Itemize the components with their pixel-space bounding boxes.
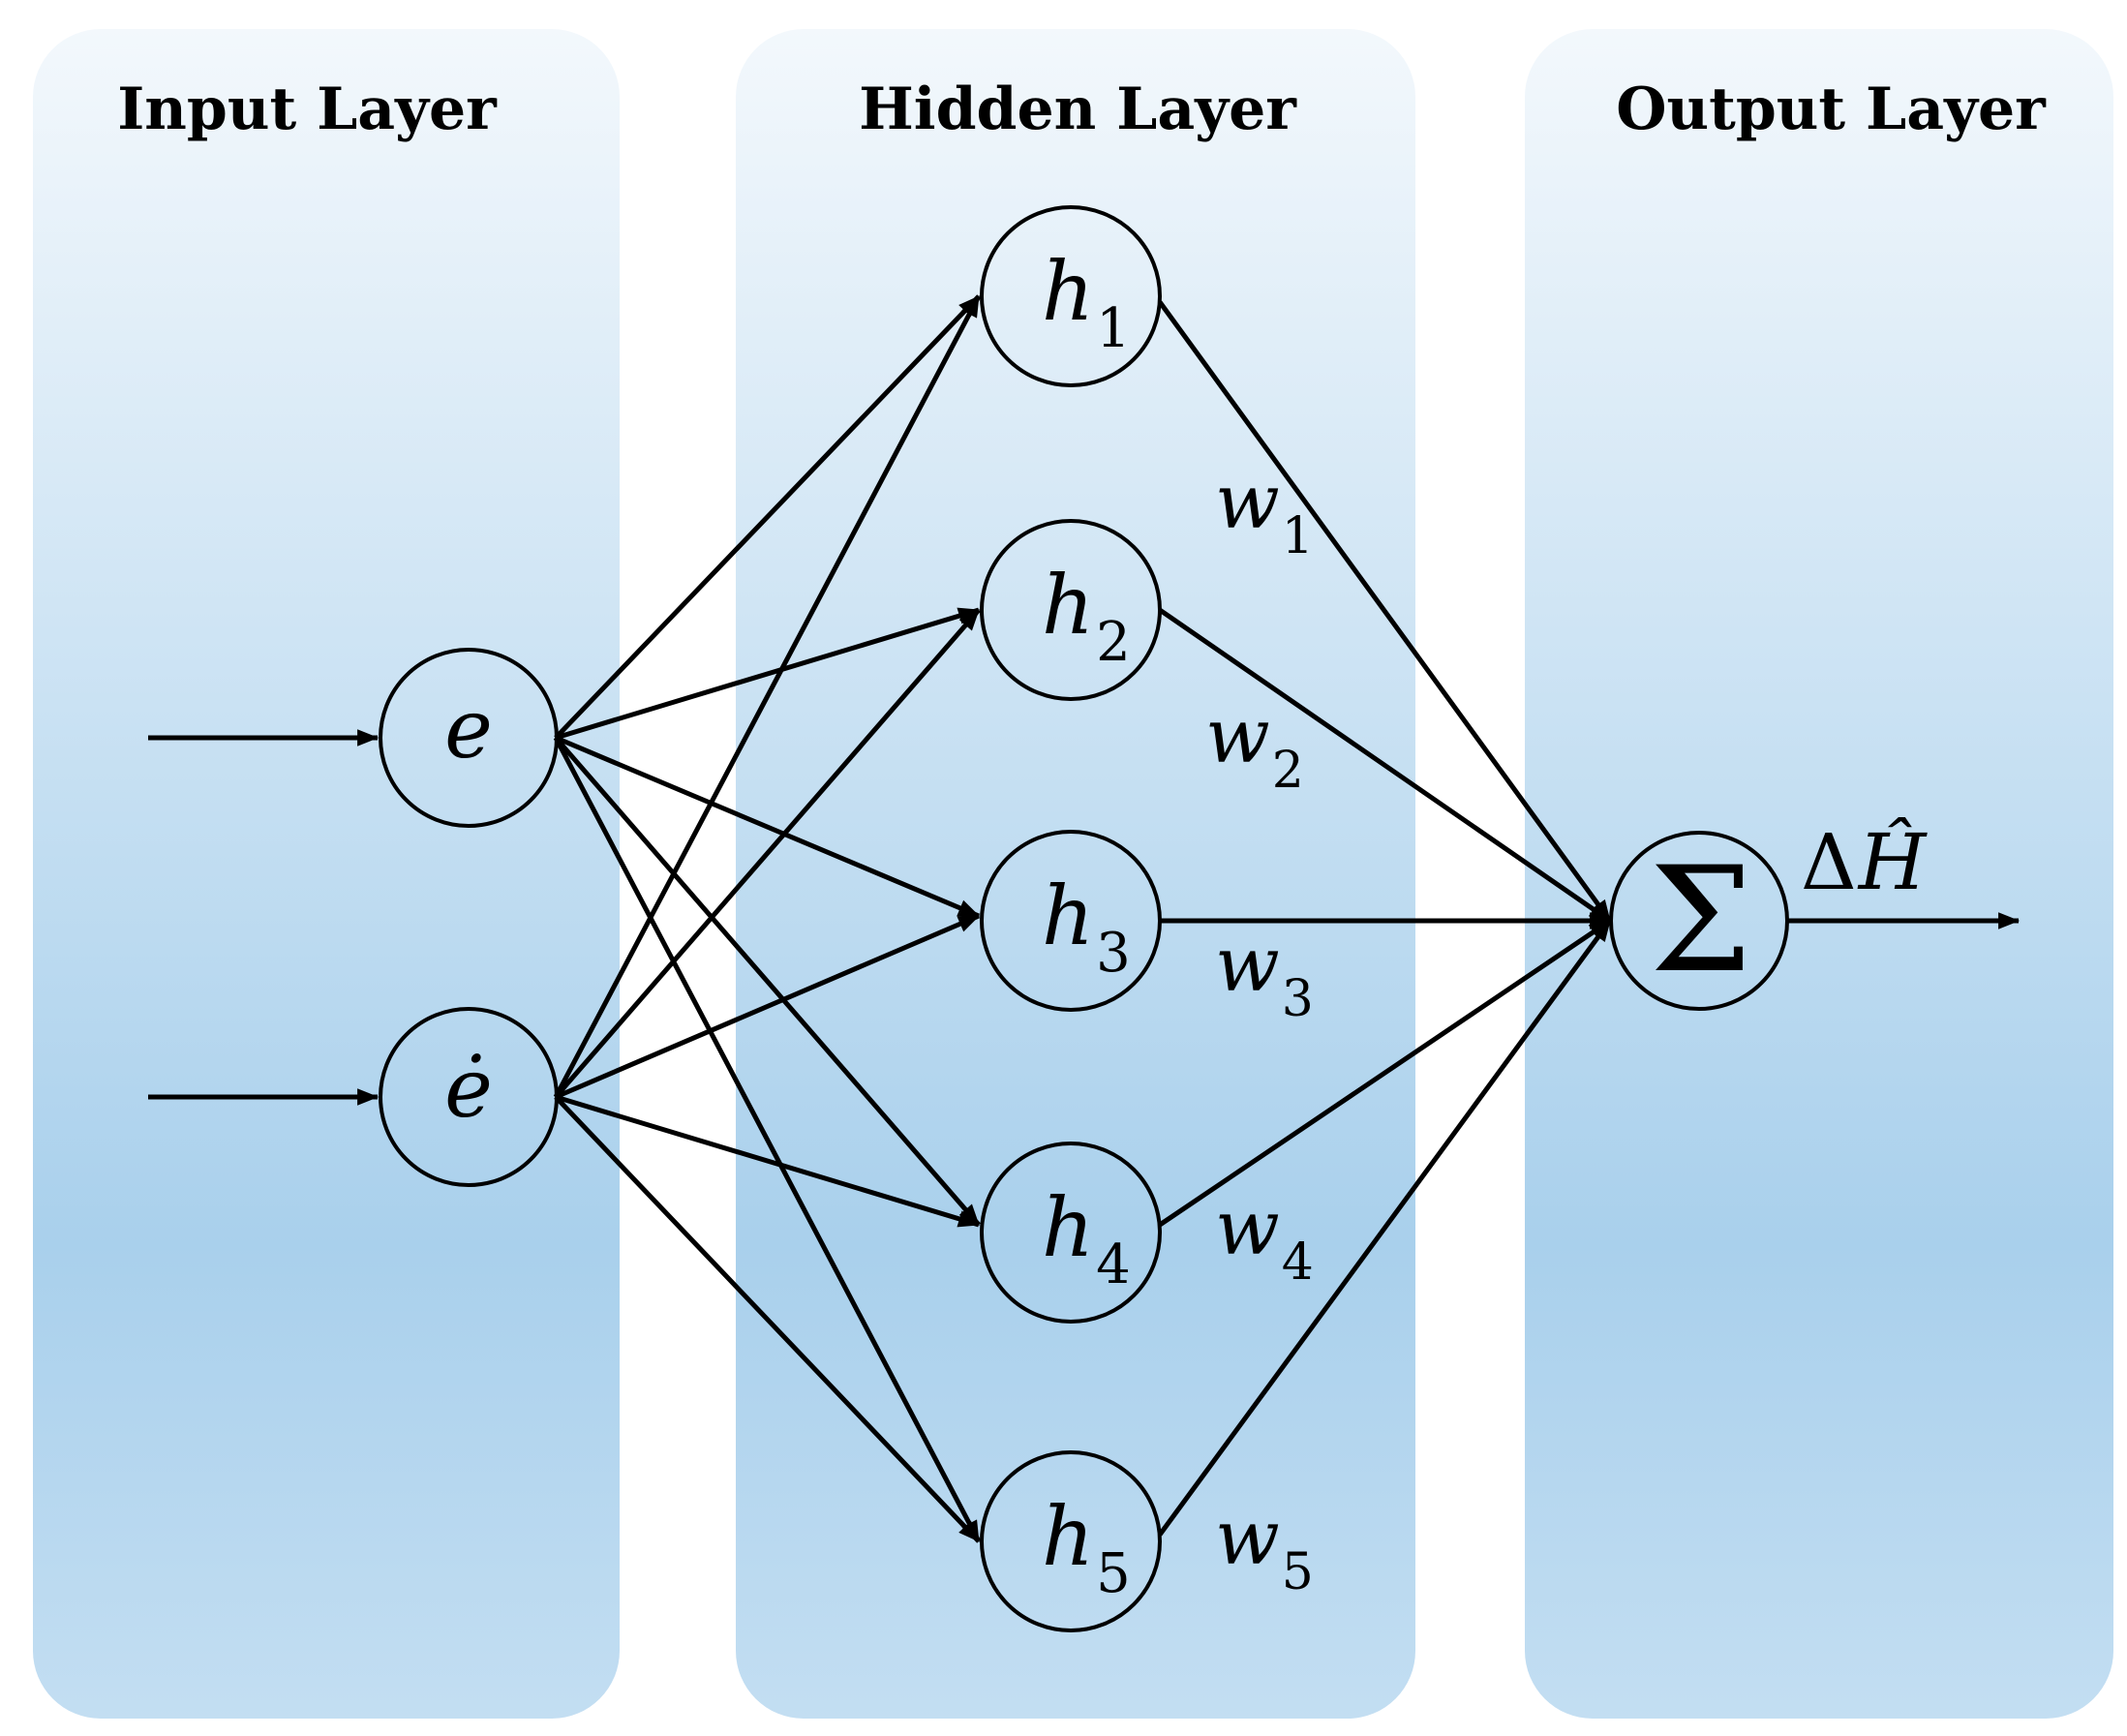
- edge-edot-h3: [555, 913, 981, 1100]
- hidden-node-h4-circle: [980, 1142, 1162, 1324]
- weight-label-w1: w1: [1215, 459, 1314, 565]
- hidden-node-h1-label: h1: [1042, 244, 1131, 360]
- hidden-node-h2-circle: [980, 519, 1162, 701]
- edges-from-e: [553, 294, 982, 1543]
- weight-label-w2: w2: [1205, 693, 1304, 800]
- edge-edot-h4: [555, 1094, 981, 1228]
- hidden-node-h3-circle: [980, 830, 1162, 1012]
- input-node-edot-label: ė: [444, 1041, 493, 1136]
- edge-e-h1: [554, 294, 981, 740]
- edge-edot-h2: [554, 608, 981, 1099]
- edge-e-h3: [555, 735, 981, 919]
- input-node-e-circle: [379, 648, 559, 828]
- sum-symbol: Σ: [1650, 837, 1752, 1005]
- input-node-e: e: [379, 648, 559, 828]
- hidden-layer-title: Hidden Layer: [859, 76, 1297, 143]
- hidden-node-h3: h3: [980, 830, 1162, 1012]
- input-layer-panel: [33, 29, 620, 1719]
- output-sum-node: Σ: [1609, 831, 1789, 1011]
- hidden-node-h3-label: h3: [1042, 868, 1131, 985]
- hidden-node-h1: h1: [980, 205, 1162, 387]
- edge-e-h5: [553, 736, 982, 1543]
- output-layer-panel: [1525, 29, 2113, 1719]
- hidden-node-h5-circle: [980, 1450, 1162, 1632]
- edge-e-h2: [555, 607, 981, 741]
- edge-h2-sum: [1158, 607, 1612, 924]
- input-node-edot: ė: [379, 1007, 559, 1187]
- hidden-layer-panel: [736, 29, 1415, 1719]
- edges-from-edot: [553, 294, 982, 1543]
- output-label: ΔĤ: [1801, 816, 1929, 907]
- weight-label-w5: w5: [1215, 1495, 1314, 1601]
- hidden-node-h2: h2: [980, 519, 1162, 701]
- edge-h5-sum: [1157, 919, 1613, 1537]
- edge-edot-h5: [554, 1095, 981, 1543]
- hidden-node-h2-label: h2: [1042, 558, 1131, 674]
- edge-e-h4: [554, 736, 981, 1227]
- input-node-edot-circle: [379, 1007, 559, 1187]
- output-sum-circle: [1609, 831, 1789, 1011]
- hidden-node-h5: h5: [980, 1450, 1162, 1632]
- output-layer-title: Output Layer: [1616, 76, 2047, 143]
- edge-h4-sum: [1158, 918, 1612, 1228]
- hidden-node-h4-label: h4: [1042, 1180, 1131, 1296]
- edges-to-sum: [1157, 300, 1613, 1537]
- weight-label-w3: w3: [1215, 922, 1314, 1028]
- hidden-node-h1-circle: [980, 205, 1162, 387]
- hidden-node-h4: h4: [980, 1142, 1162, 1324]
- input-node-e-label: e: [444, 682, 493, 777]
- weight-label-w4: w4: [1215, 1185, 1314, 1292]
- input-layer-title: Input Layer: [117, 76, 498, 143]
- edge-edot-h1: [553, 294, 982, 1099]
- hidden-node-h5-label: h5: [1042, 1489, 1131, 1605]
- edge-h1-sum: [1157, 300, 1613, 923]
